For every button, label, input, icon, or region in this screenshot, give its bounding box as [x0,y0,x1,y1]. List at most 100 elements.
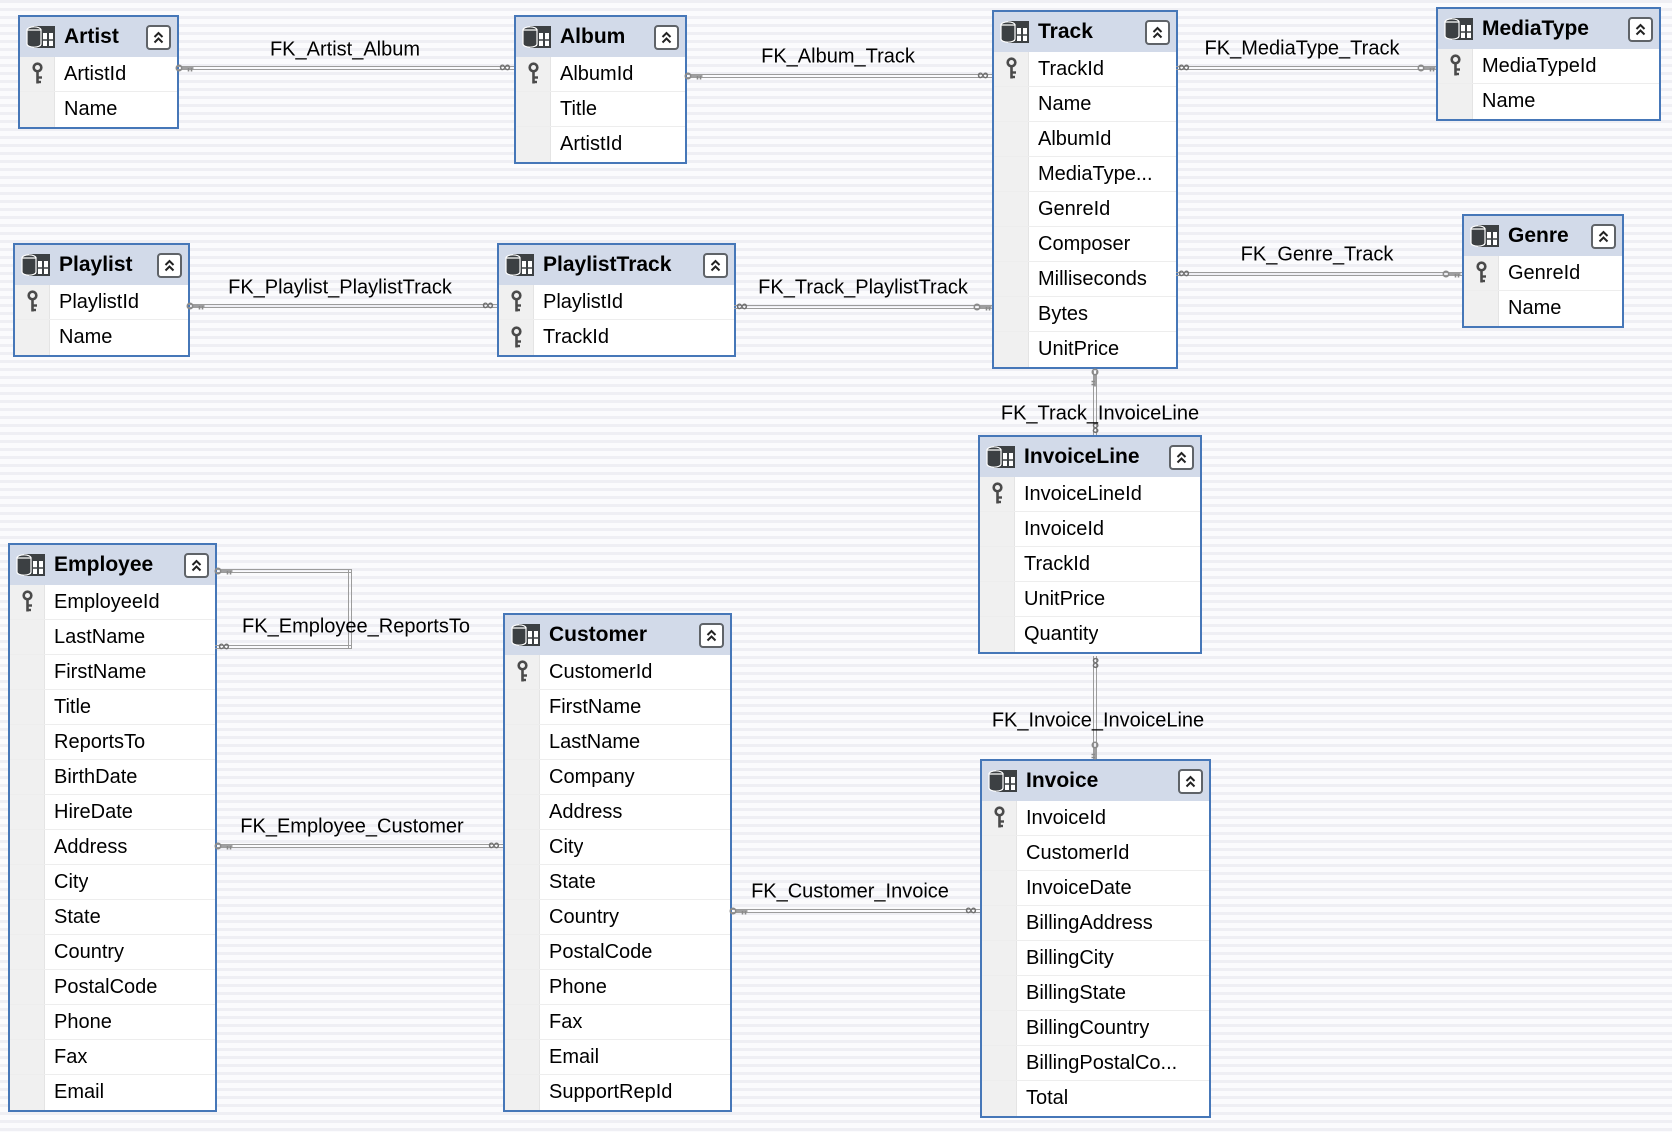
collapse-button[interactable] [1169,444,1194,470]
relationship-line-fk-album-track[interactable] [685,74,992,78]
table-row[interactable]: BillingAddress [982,906,1209,941]
relationship-line-fk-track-invoiceline[interactable] [1093,371,1097,435]
table-row[interactable]: Phone [505,970,730,1005]
table-row[interactable]: GenreId [994,192,1176,227]
table-row[interactable]: TrackId [980,547,1200,582]
relationship-line-fk-employee-reportsto[interactable] [215,569,352,573]
table-header[interactable]: Invoice [982,761,1209,801]
relationship-line-fk-invoice-invoiceline[interactable] [1093,656,1097,759]
table-row[interactable]: CustomerId [505,655,730,690]
table-row[interactable]: LastName [10,620,215,655]
relationship-line-fk-employee-reportsto[interactable] [348,569,352,649]
table-row[interactable]: BillingState [982,976,1209,1011]
table-row[interactable]: Name [20,92,177,127]
relationship-line-fk-playlist-playlisttrack[interactable] [188,304,497,308]
table-row[interactable]: LastName [505,725,730,760]
collapse-button[interactable] [157,252,182,278]
table-row[interactable]: Title [10,690,215,725]
table-header[interactable]: MediaType [1438,9,1659,49]
table-row[interactable]: FirstName [505,690,730,725]
table-row[interactable]: City [505,830,730,865]
table-row[interactable]: State [505,865,730,900]
table-row[interactable]: PostalCode [505,935,730,970]
table-row[interactable]: BillingPostalCo... [982,1046,1209,1081]
table-row[interactable]: InvoiceDate [982,871,1209,906]
table-row[interactable]: PlaylistId [499,285,734,320]
table-row[interactable]: City [10,865,215,900]
table-row[interactable]: Name [994,87,1176,122]
table-row[interactable]: Title [516,92,685,127]
table-row[interactable]: Email [505,1040,730,1075]
table-row[interactable]: Company [505,760,730,795]
table-row[interactable]: Quantity [980,617,1200,652]
table-title: PlaylistTrack [543,253,672,276]
table-row[interactable]: Name [1464,291,1622,326]
relationship-line-fk-employee-customer[interactable] [215,844,503,848]
table-row[interactable]: TrackId [994,52,1176,87]
relationship-line-fk-mediatype-track[interactable] [1176,66,1436,70]
collapse-button[interactable] [1591,223,1616,249]
table-row[interactable]: Phone [10,1005,215,1040]
table-row[interactable]: FirstName [10,655,215,690]
collapse-button[interactable] [146,24,171,50]
table-row[interactable]: PlaylistId [15,285,188,320]
table-row[interactable]: Email [10,1075,215,1110]
table-row[interactable]: Address [10,830,215,865]
relationship-line-fk-customer-invoice[interactable] [730,909,980,913]
table-row[interactable]: HireDate [10,795,215,830]
table-row[interactable]: UnitPrice [994,332,1176,367]
table-header[interactable]: Customer [505,615,730,655]
table-row[interactable]: ReportsTo [10,725,215,760]
table-row[interactable]: Bytes [994,297,1176,332]
table-row[interactable]: UnitPrice [980,582,1200,617]
table-header[interactable]: Album [516,17,685,57]
table-header[interactable]: Track [994,12,1176,52]
table-header[interactable]: PlaylistTrack [499,245,734,285]
table-row[interactable]: MediaType... [994,157,1176,192]
collapse-button[interactable] [699,622,724,648]
table-row[interactable]: AlbumId [994,122,1176,157]
collapse-button[interactable] [1178,768,1203,794]
table-row[interactable]: Composer [994,227,1176,262]
table-row[interactable]: ArtistId [20,57,177,92]
collapse-button[interactable] [654,24,679,50]
collapse-button[interactable] [1145,19,1170,45]
table-row[interactable]: BillingCountry [982,1011,1209,1046]
table-row[interactable]: BillingCity [982,941,1209,976]
table-header[interactable]: Genre [1464,216,1622,256]
relationship-line-fk-artist-album[interactable] [177,66,514,70]
table-row[interactable]: AlbumId [516,57,685,92]
table-row[interactable]: Milliseconds [994,262,1176,297]
table-header[interactable]: Playlist [15,245,188,285]
table-row[interactable]: Fax [10,1040,215,1075]
table-header[interactable]: Employee [10,545,215,585]
table-row[interactable]: ArtistId [516,127,685,162]
table-row[interactable]: MediaTypeId [1438,49,1659,84]
table-row[interactable]: InvoiceId [982,801,1209,836]
collapse-button[interactable] [1628,16,1653,42]
table-row[interactable]: Fax [505,1005,730,1040]
table-row[interactable]: GenreId [1464,256,1622,291]
table-row[interactable]: TrackId [499,320,734,355]
relationship-line-fk-employee-reportsto[interactable] [215,645,352,649]
table-row[interactable]: PostalCode [10,970,215,1005]
collapse-button[interactable] [184,552,209,578]
table-row[interactable]: SupportRepId [505,1075,730,1110]
collapse-button[interactable] [703,252,728,278]
table-row[interactable]: Address [505,795,730,830]
table-row[interactable]: Country [10,935,215,970]
table-row[interactable]: Total [982,1081,1209,1116]
relationship-line-fk-track-playlisttrack[interactable] [734,305,992,309]
table-header[interactable]: Artist [20,17,177,57]
table-row[interactable]: InvoiceId [980,512,1200,547]
table-row[interactable]: EmployeeId [10,585,215,620]
table-row[interactable]: CustomerId [982,836,1209,871]
table-header[interactable]: InvoiceLine [980,437,1200,477]
table-row[interactable]: InvoiceLineId [980,477,1200,512]
table-row[interactable]: Country [505,900,730,935]
table-row[interactable]: State [10,900,215,935]
table-row[interactable]: Name [15,320,188,355]
table-row[interactable]: BirthDate [10,760,215,795]
relationship-line-fk-genre-track[interactable] [1176,272,1462,276]
table-row[interactable]: Name [1438,84,1659,119]
